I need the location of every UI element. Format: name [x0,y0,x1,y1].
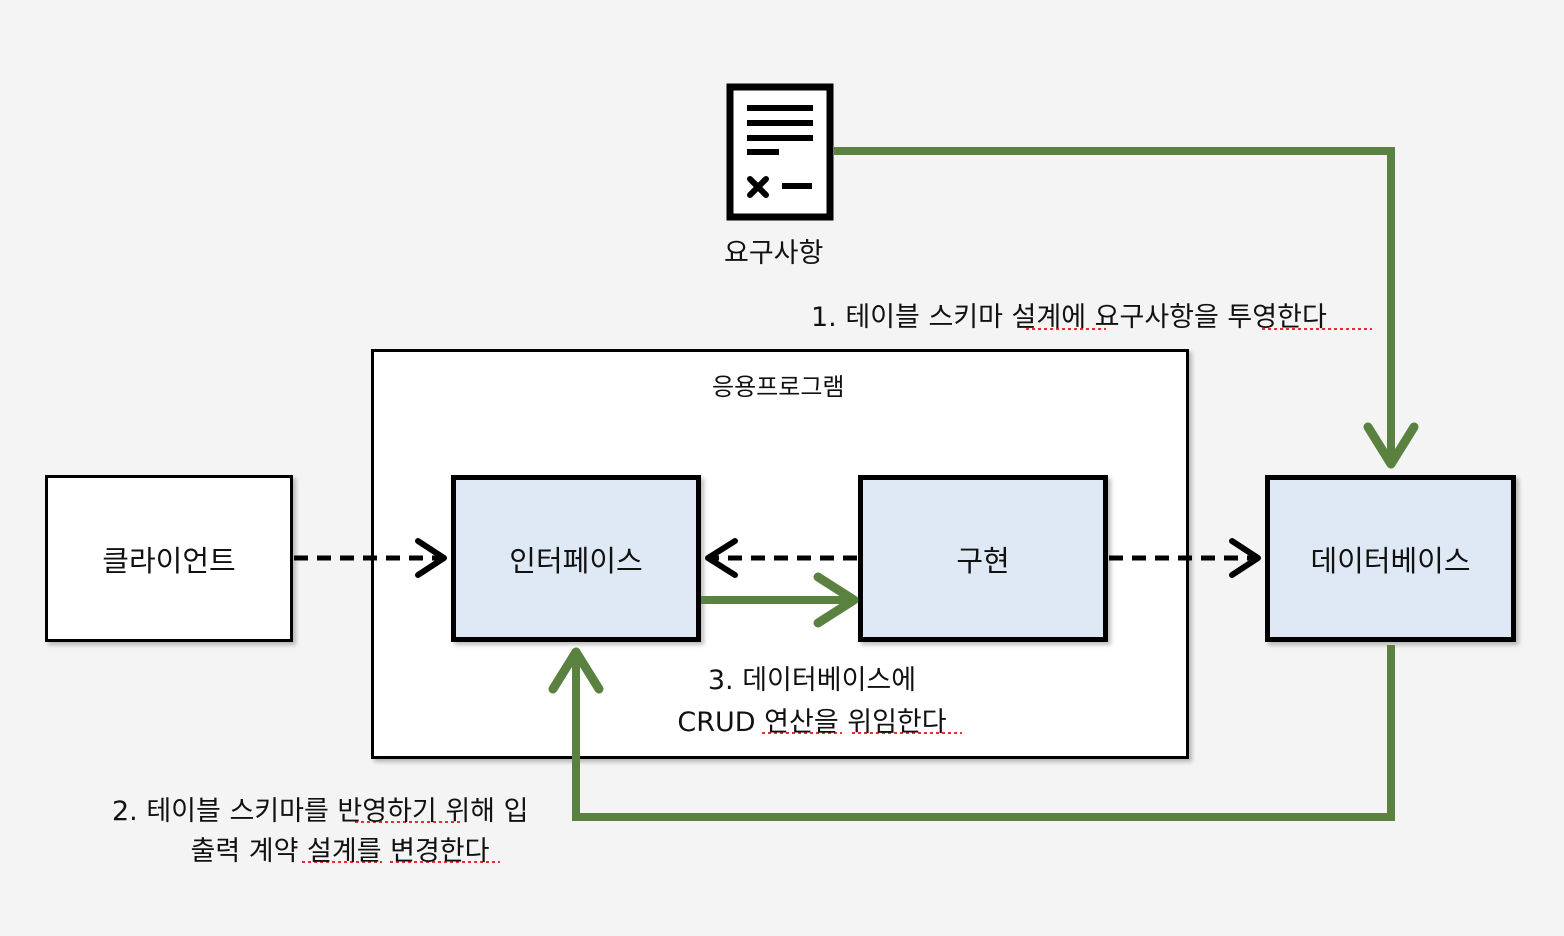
spellcheck-underlines [302,328,1372,863]
implementation-label: 구현 [956,543,1010,578]
client-label: 클라이언트 [102,543,236,578]
edge-database-to-interface [548,645,1395,821]
database-label: 데이터베이스 [1310,543,1471,578]
document-icon [726,83,834,221]
edge-client-to-interface [294,538,447,578]
requirements-label: 요구사항 [724,238,824,269]
edge-implementation-to-database [1109,538,1261,578]
application-title: 응용프로그램 [712,373,845,401]
database-box: 데이터베이스 [1265,475,1516,642]
step3-annotation-line2: CRUD 연산을 위임한다 [677,707,947,738]
edge-requirements-to-database [834,147,1419,469]
edge-implementation-to-interface [705,538,857,578]
step2-annotation-line2: 출력 계약 설계를 변경한다 [190,836,490,867]
edge-interface-to-implementation [701,572,859,628]
step3-annotation-line1: 3. 데이터베이스에 [707,665,917,696]
step1-annotation: 1. 테이블 스키마 설계에 요구사항을 투영한다 [811,302,1327,333]
step2-annotation-line1: 2. 테이블 스키마를 반영하기 위해 입 [112,796,529,827]
implementation-box: 구현 [858,475,1108,642]
interface-box: 인터페이스 [451,475,701,642]
interface-label: 인터페이스 [509,543,643,578]
client-box: 클라이언트 [45,475,293,642]
